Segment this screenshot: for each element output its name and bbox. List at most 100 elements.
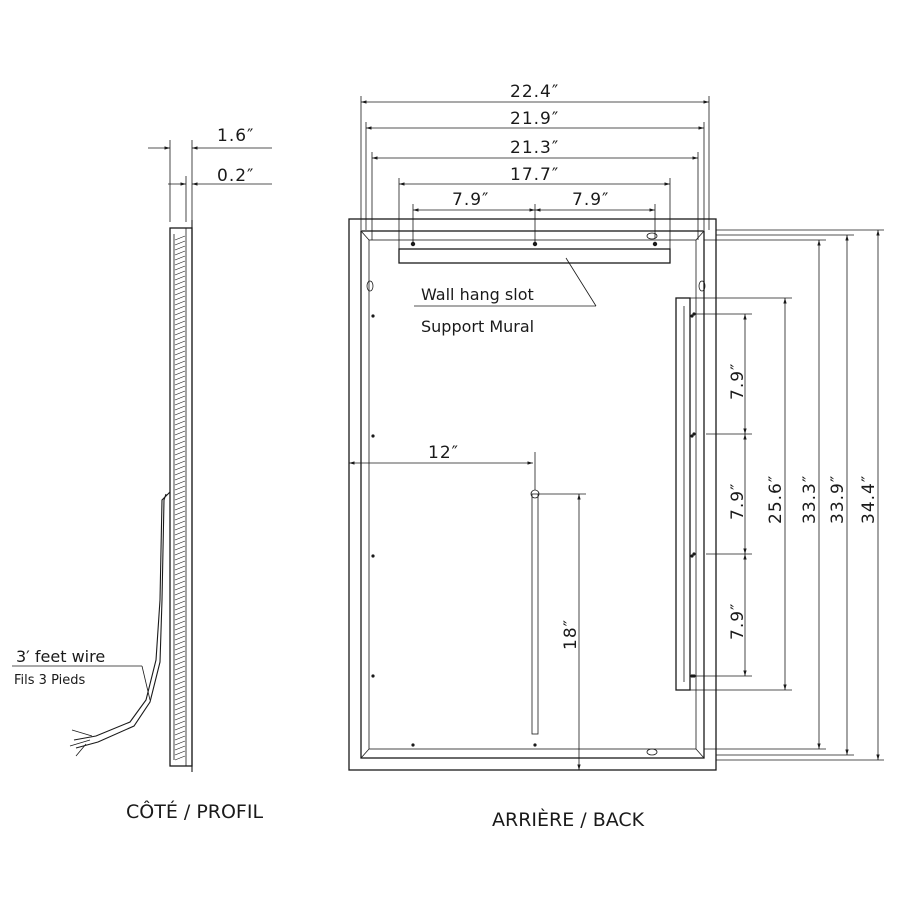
hatch-line [174,385,186,391]
hatch-line [174,600,186,606]
hatch-line [174,310,186,316]
hatch-line [174,395,186,401]
hatch-line [174,545,186,551]
hatch-line [174,315,186,321]
hatch-line [174,605,186,611]
hatch-line [174,340,186,346]
side-view: 1.6″ 0.2″ 3′ feet wire Fils 3 Pieds CÔTÉ… [12,126,272,823]
side-depth-dimension: 1.6″ [217,126,254,146]
hatch-line [174,580,186,586]
hatch-line [174,500,186,506]
hatch-line [174,260,186,266]
hatch-line [174,685,186,691]
hatch-line [174,675,186,681]
hatch-line [174,335,186,341]
hatch-line [174,540,186,546]
center-height-dimension: 18″ [561,619,581,650]
hatch-line [174,400,186,406]
slot-spacing-right: 7.9″ [572,190,609,210]
rail-length-dimension: 25.6″ [766,475,786,524]
hatch-line [174,445,186,451]
hatch-line [174,360,186,366]
hatch-line [174,735,186,741]
hatch-line [174,705,186,711]
hatch-line [174,290,186,296]
hatch-line [174,235,186,241]
hatch-line [174,240,186,246]
side-glass-dimension: 0.2″ [217,166,254,186]
hatch-line [174,665,186,671]
hatch-line [174,655,186,661]
hatch-line [174,300,186,306]
center-offset-dimension: 12″ [428,443,459,463]
back-inner-frame [368,239,697,750]
hatch-line [174,460,186,466]
hatch-line [174,350,186,356]
hatch-line [174,510,186,516]
inner-height-dimension: 33.3″ [800,475,820,524]
hatch-line [174,565,186,571]
hatch-line [174,585,186,591]
hatch-line [174,485,186,491]
hatch-line [174,480,186,486]
hatch-line [174,415,186,421]
slot-width-dimension: 17.7″ [510,165,559,185]
hatch-line [174,390,186,396]
hatch-line [174,450,186,456]
hatch-line [174,750,186,756]
hatch-line [174,660,186,666]
wall-slot-label-fr: Support Mural [421,317,534,336]
hatch-line [174,645,186,651]
hatch-line [174,470,186,476]
hatch-line [174,325,186,331]
hatch-line [174,745,186,751]
hatch-line [174,440,186,446]
hatch-line [174,695,186,701]
hatch-line [174,530,186,536]
hatch-line [174,370,186,376]
hatch-line [174,405,186,411]
overall-height-dimension: 34.4″ [859,475,879,524]
wire-label-fr: Fils 3 Pieds [14,673,85,688]
hatch-line [174,250,186,256]
hatch-line [174,375,186,381]
hatch-line [174,615,186,621]
hatch-line [174,630,186,636]
hatch-line [174,725,186,731]
hatch-line [174,495,186,501]
hatch-line [174,255,186,261]
hatch-line [174,555,186,561]
hatch-line [174,305,186,311]
hatch-line [174,465,186,471]
side-view-caption: CÔTÉ / PROFIL [126,799,263,823]
vertical-spacing-3: 7.9″ [728,603,748,640]
inner-width-dimension: 21.3″ [510,138,559,158]
back-view-caption: ARRIÈRE / BACK [492,808,645,831]
wall-slot-label-en: Wall hang slot [421,285,534,304]
overall-width-dimension: 22.4″ [510,82,559,102]
perimeter-screws [371,314,694,747]
hatch-line [174,380,186,386]
hatch-line [174,435,186,441]
hatch-line [174,640,186,646]
hatch-line [174,270,186,276]
hatch-line [174,610,186,616]
hatch-line [174,625,186,631]
hatch-line [174,710,186,716]
hatch-line [174,420,186,426]
hatch-line [174,560,186,566]
hatch-line [174,730,186,736]
back-middle-frame [360,230,705,759]
hatch-line [174,455,186,461]
wire-label-en: 3′ feet wire [16,647,105,666]
hatch-line [174,410,186,416]
side-mirror-body [169,227,193,767]
hatch-line [174,345,186,351]
hatch-line [174,535,186,541]
hatch-line [174,680,186,686]
hatch-line [174,430,186,436]
hatch-line [174,590,186,596]
hatch-line [174,740,186,746]
hatch-line [174,275,186,281]
hatch-line [174,620,186,626]
